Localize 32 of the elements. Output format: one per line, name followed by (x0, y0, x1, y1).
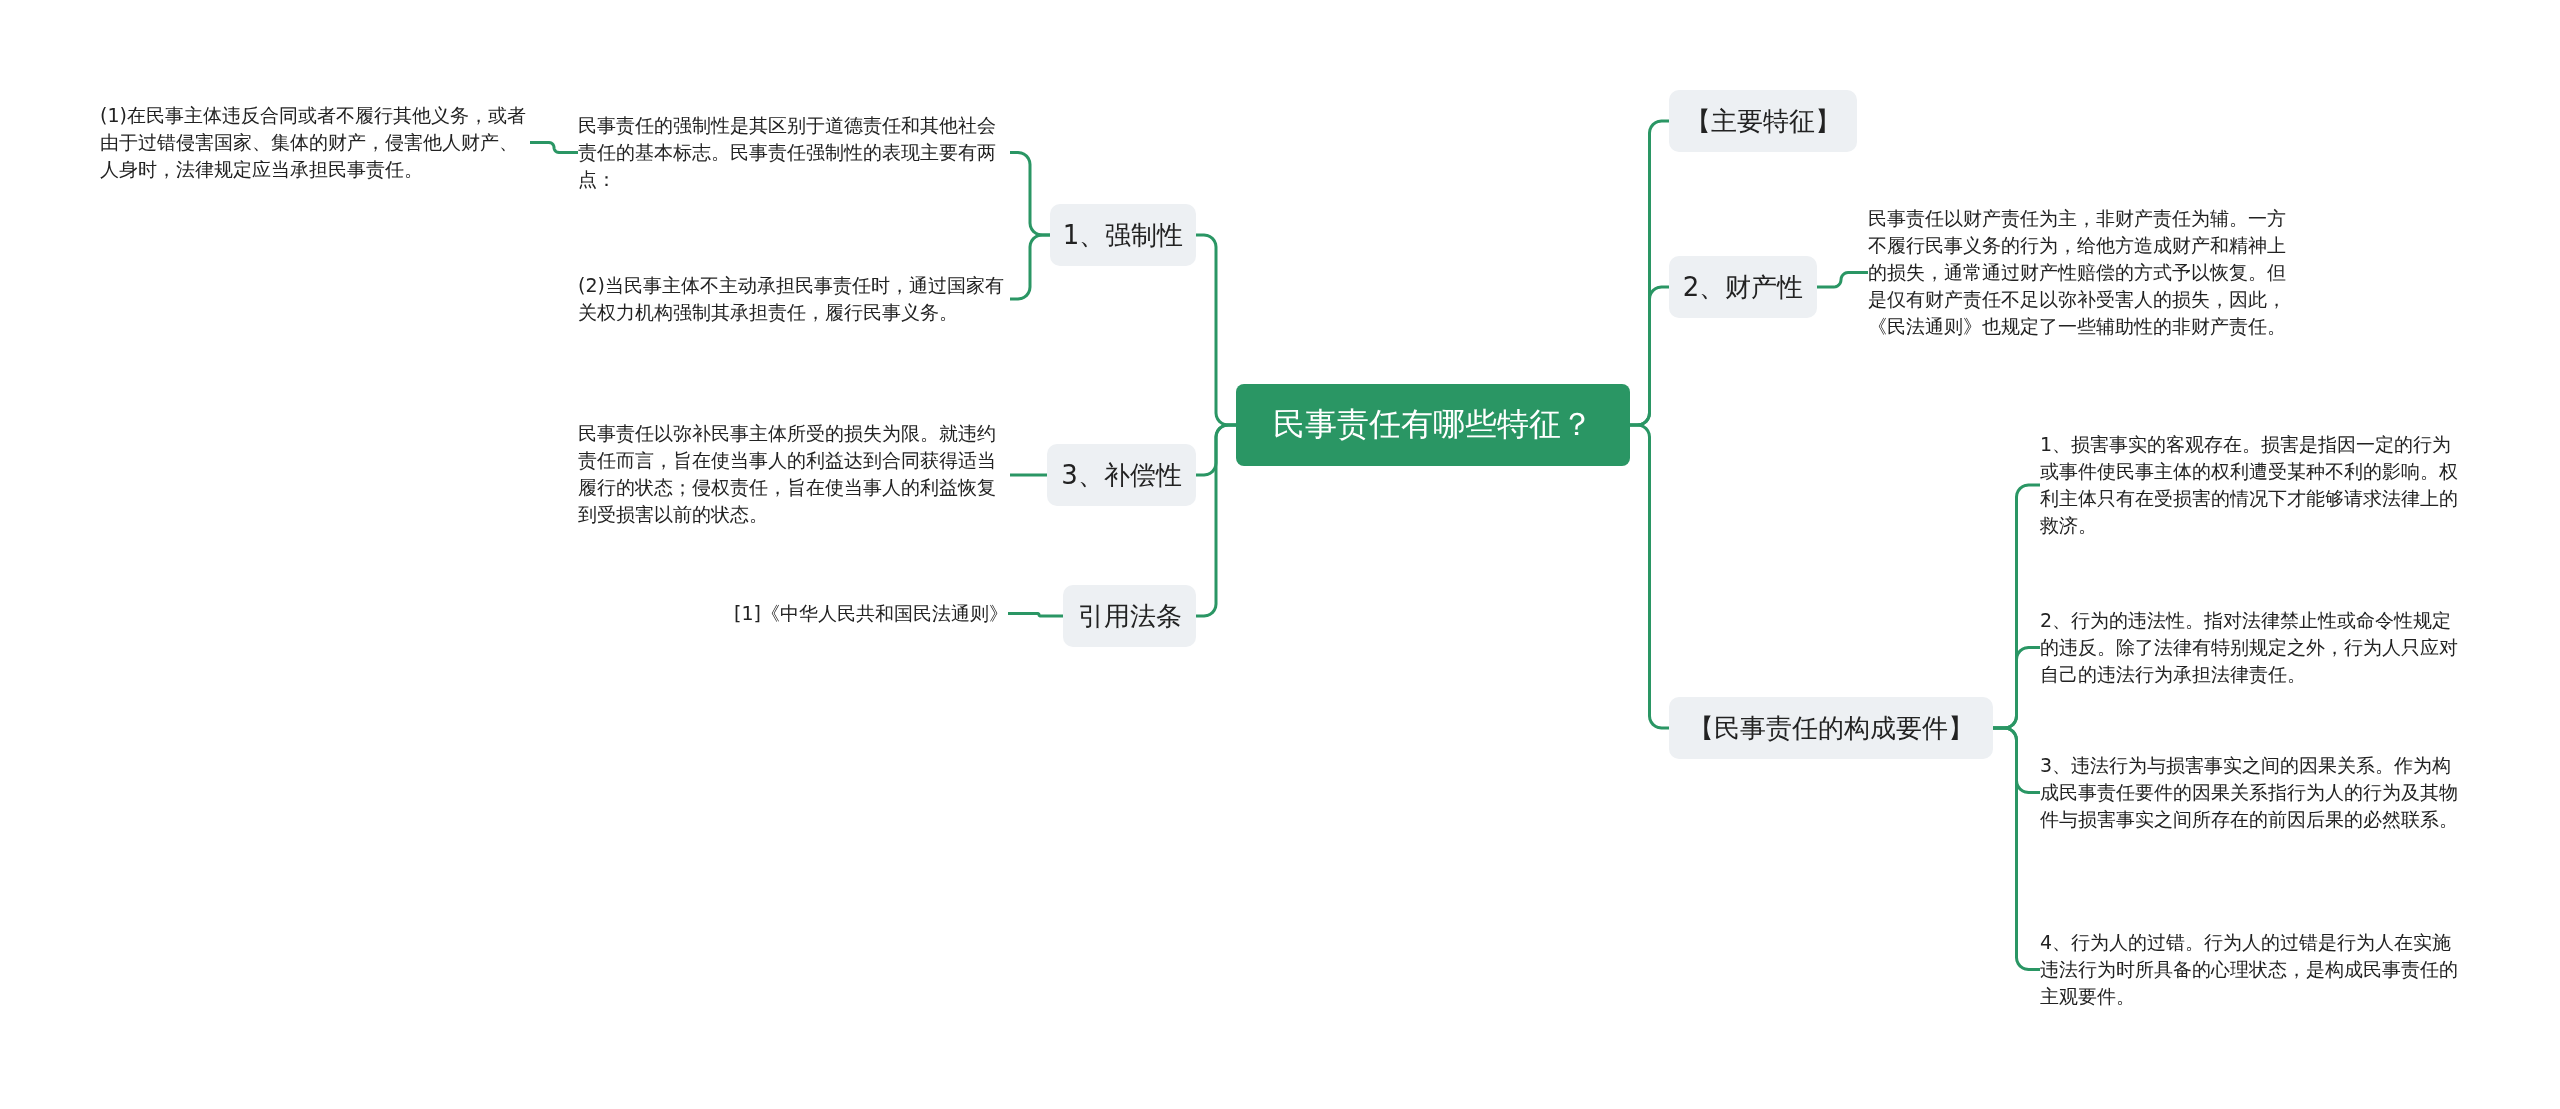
topic-label: 1、强制性 (1062, 218, 1184, 252)
topic-label: 2、财产性 (1682, 270, 1804, 304)
note-text: 4、行为人的过错。行为人的过错是行为人在实施违法行为时所具备的心理状态，是构成民事责任的主观要件。 (2040, 929, 2470, 1010)
note-text: (2)当民事主体不主动承担民事责任时，通过国家有关权力机构强制其承担责任，履行民事义务。 (578, 272, 1010, 326)
connector-line (1817, 271, 1868, 289)
connector-line (1010, 473, 1047, 477)
note-text: 民事责任以财产责任为主，非财产责任为辅。一方不履行民事义务的行为，给他方造成财产和精神上的损失，通常通过财产性赔偿的方式予以恢复。但是仅有财产责任不足以弥补受害人的损失，因此，《民法通则》也规定了一些辅助性的非财产责任。 (1868, 205, 2300, 340)
connector-line (1010, 233, 1050, 301)
connector-line (530, 141, 578, 154)
note-text: 民事责任以弥补民事主体所受的损失为限。就违约责任而言，旨在使当事人的利益达到合同获得适当履行的状态；侵权责任，旨在使当事人的利益恢复到受损害以前的状态。 (578, 420, 1010, 528)
note-text: 民事责任的强制性是其区别于道德责任和其他社会责任的基本标志。民事责任强制性的表现主要有两点： (578, 112, 1010, 193)
topic-box (1047, 444, 1196, 506)
note-text: 1、损害事实的客观存在。损害是指因一定的行为或事件使民事主体的权利遭受某种不利的影响。权利主体只有在受损害的情况下才能够请求法律上的救济。 (2040, 431, 2470, 539)
topic-box (1050, 204, 1196, 266)
note-text: [1]《中华人民共和国民法通则》 (640, 600, 1008, 627)
note-text: 2、行为的违法性。指对法律禁止性或命令性规定的违反。除了法律有特别规定之外，行为人只应对自己的违法行为承担法律责任。 (2040, 607, 2470, 688)
topic-box (1063, 585, 1196, 647)
topic-box (1669, 697, 1993, 759)
connector-line (1008, 612, 1063, 618)
connector-line (1630, 423, 1669, 730)
topic-box (1669, 256, 1817, 318)
topic-label: 3、补偿性 (1061, 458, 1182, 492)
topic-label: 【民事责任的构成要件】 (1688, 711, 1974, 745)
connector-line (1196, 423, 1236, 618)
note-text: 3、违法行为与损害事实之间的因果关系。作为构成民事责任要件的因果关系指行为人的行为及其物件与损害事实之间所存在的前因后果的必然联系。 (2040, 752, 2470, 833)
note-text: (1)在民事主体违反合同或者不履行其他义务，或者由于过错侵害国家、集体的财产，侵害他人财产、人身时，法律规定应当承担民事责任。 (100, 102, 530, 183)
topic-label: 【主要特征】 (1685, 104, 1841, 138)
connector-line (1993, 726, 2040, 971)
topic-label: 引用法条 (1077, 599, 1182, 633)
topic-box (1669, 90, 1857, 152)
central-topic-label: 民事责任有哪些特征？ (1273, 404, 1593, 445)
central-topic-box (1236, 384, 1630, 466)
